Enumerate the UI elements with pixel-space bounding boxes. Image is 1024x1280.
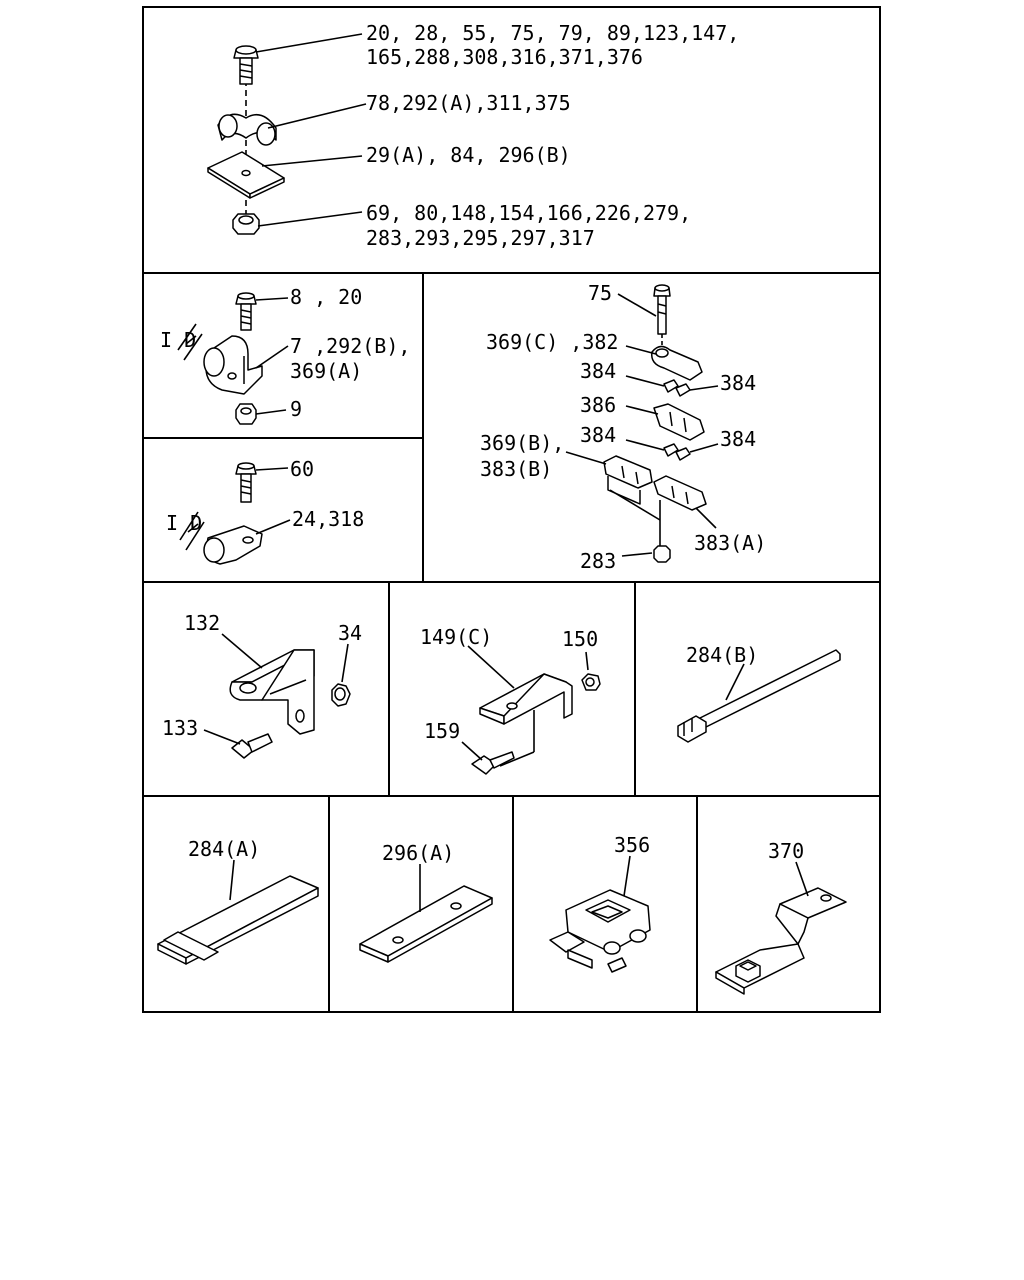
label-bracket-370: 370	[768, 839, 804, 863]
panel-top-assembly: 20, 28, 55, 75, 79, 89,123,147, 165,288,…	[207, 21, 739, 250]
clip-369b	[603, 455, 653, 505]
panel-bracket-370: 370	[715, 839, 847, 995]
label-clip-parts: 78,292(A),311,375	[366, 91, 571, 115]
bolt-159	[471, 751, 515, 775]
bolt-top	[233, 45, 259, 85]
panel-multi-clip: 75 369(C) ,382 384 384 386 384 384 369(B…	[480, 281, 766, 573]
label-clip-356: 356	[614, 833, 650, 857]
label-bolt-8-20: 8 , 20	[290, 285, 362, 309]
bolt-multi	[653, 284, 671, 335]
label-clamp-24-318: 24,318	[292, 507, 364, 531]
label-holder-386: 386	[580, 393, 616, 417]
label-strap-284a: 284(A)	[188, 837, 260, 861]
label-id-b: I D	[166, 511, 202, 535]
clip-383a	[653, 475, 707, 511]
bracket-370	[715, 887, 847, 995]
panel-clamp-a: I D 8 , 20 7 ,292(B), 369(A) 9	[160, 285, 410, 425]
plate-top	[207, 151, 285, 199]
spacer-384-a	[663, 379, 691, 397]
nut-clamp-a	[235, 403, 257, 425]
label-bolt-parts: 20, 28, 55, 75, 79, 89,123,147,	[366, 21, 739, 45]
nut-283	[653, 545, 671, 563]
label-nut-150: 150	[562, 627, 598, 651]
cable-tie-284b	[677, 649, 841, 743]
panel-bracket-149: 149(C) 150 159	[420, 625, 601, 775]
label-spacer2-384-left: 384	[580, 423, 616, 447]
strap-284a	[157, 875, 319, 965]
bolt-clamp-b	[235, 462, 257, 503]
panel-tie-284b: 284(B)	[677, 643, 841, 743]
label-nut-34: 34	[338, 621, 362, 645]
panel-clamp-b: I D 60 24,318	[166, 457, 364, 565]
label-clip-369c-382: 369(C) ,382	[486, 330, 618, 354]
label-spacer2-384-right: 384	[720, 427, 756, 451]
plate-296a	[359, 885, 493, 963]
nut-top	[232, 213, 260, 235]
nut-150	[581, 673, 601, 691]
label-plate-296a: 296(A)	[382, 841, 454, 865]
label-bolt-159: 159	[424, 719, 460, 743]
label-bolt-75: 75	[588, 281, 612, 305]
panel-frames	[142, 6, 881, 1013]
label-bracket-132: 132	[184, 611, 220, 635]
label-tie-284b: 284(B)	[686, 643, 758, 667]
label-spacer-384-right: 384	[720, 371, 756, 395]
panel-strap-284a: 284(A)	[157, 837, 319, 965]
label-bolt-60: 60	[290, 457, 314, 481]
label-clamp-7-292b: 7 ,292(B),	[290, 334, 410, 358]
bolt-133	[231, 733, 273, 759]
label-clip-369b: 369(B),	[480, 431, 564, 455]
label-spacer-384-left: 384	[580, 359, 616, 383]
rubber-clip-top	[217, 113, 277, 146]
p-clamp-b	[203, 525, 263, 565]
bracket-132	[229, 649, 315, 735]
nut-34	[331, 683, 351, 707]
bolt-clamp-a	[235, 292, 257, 331]
label-bolt-133: 133	[162, 716, 198, 740]
panel-clip-356: 356	[549, 833, 651, 973]
p-clamp-a	[203, 335, 263, 395]
holder-386	[653, 403, 705, 441]
clip-356	[549, 889, 651, 973]
label-nut-parts: 69, 80,148,154,166,226,279,	[366, 201, 691, 225]
panel-bracket-132: 132 34 133	[162, 611, 362, 759]
bracket-149c	[479, 673, 573, 725]
label-clip-383a: 383(A)	[694, 531, 766, 555]
label-bolt-parts-2: 165,288,308,316,371,376	[366, 45, 643, 69]
label-nut-9: 9	[290, 397, 302, 421]
spacer-384-b	[663, 443, 691, 461]
label-clamp-369a: 369(A)	[290, 359, 362, 383]
label-bracket-149c: 149(C)	[420, 625, 492, 649]
label-nut-283: 283	[580, 549, 616, 573]
label-nut-parts-2: 283,293,295,297,317	[366, 226, 595, 250]
clip-369c	[651, 345, 703, 381]
panel-plate-296a: 296(A)	[359, 841, 493, 963]
label-id-a: I D	[160, 328, 196, 352]
label-plate-parts: 29(A), 84, 296(B)	[366, 143, 571, 167]
label-clip-383b: 383(B)	[480, 457, 552, 481]
